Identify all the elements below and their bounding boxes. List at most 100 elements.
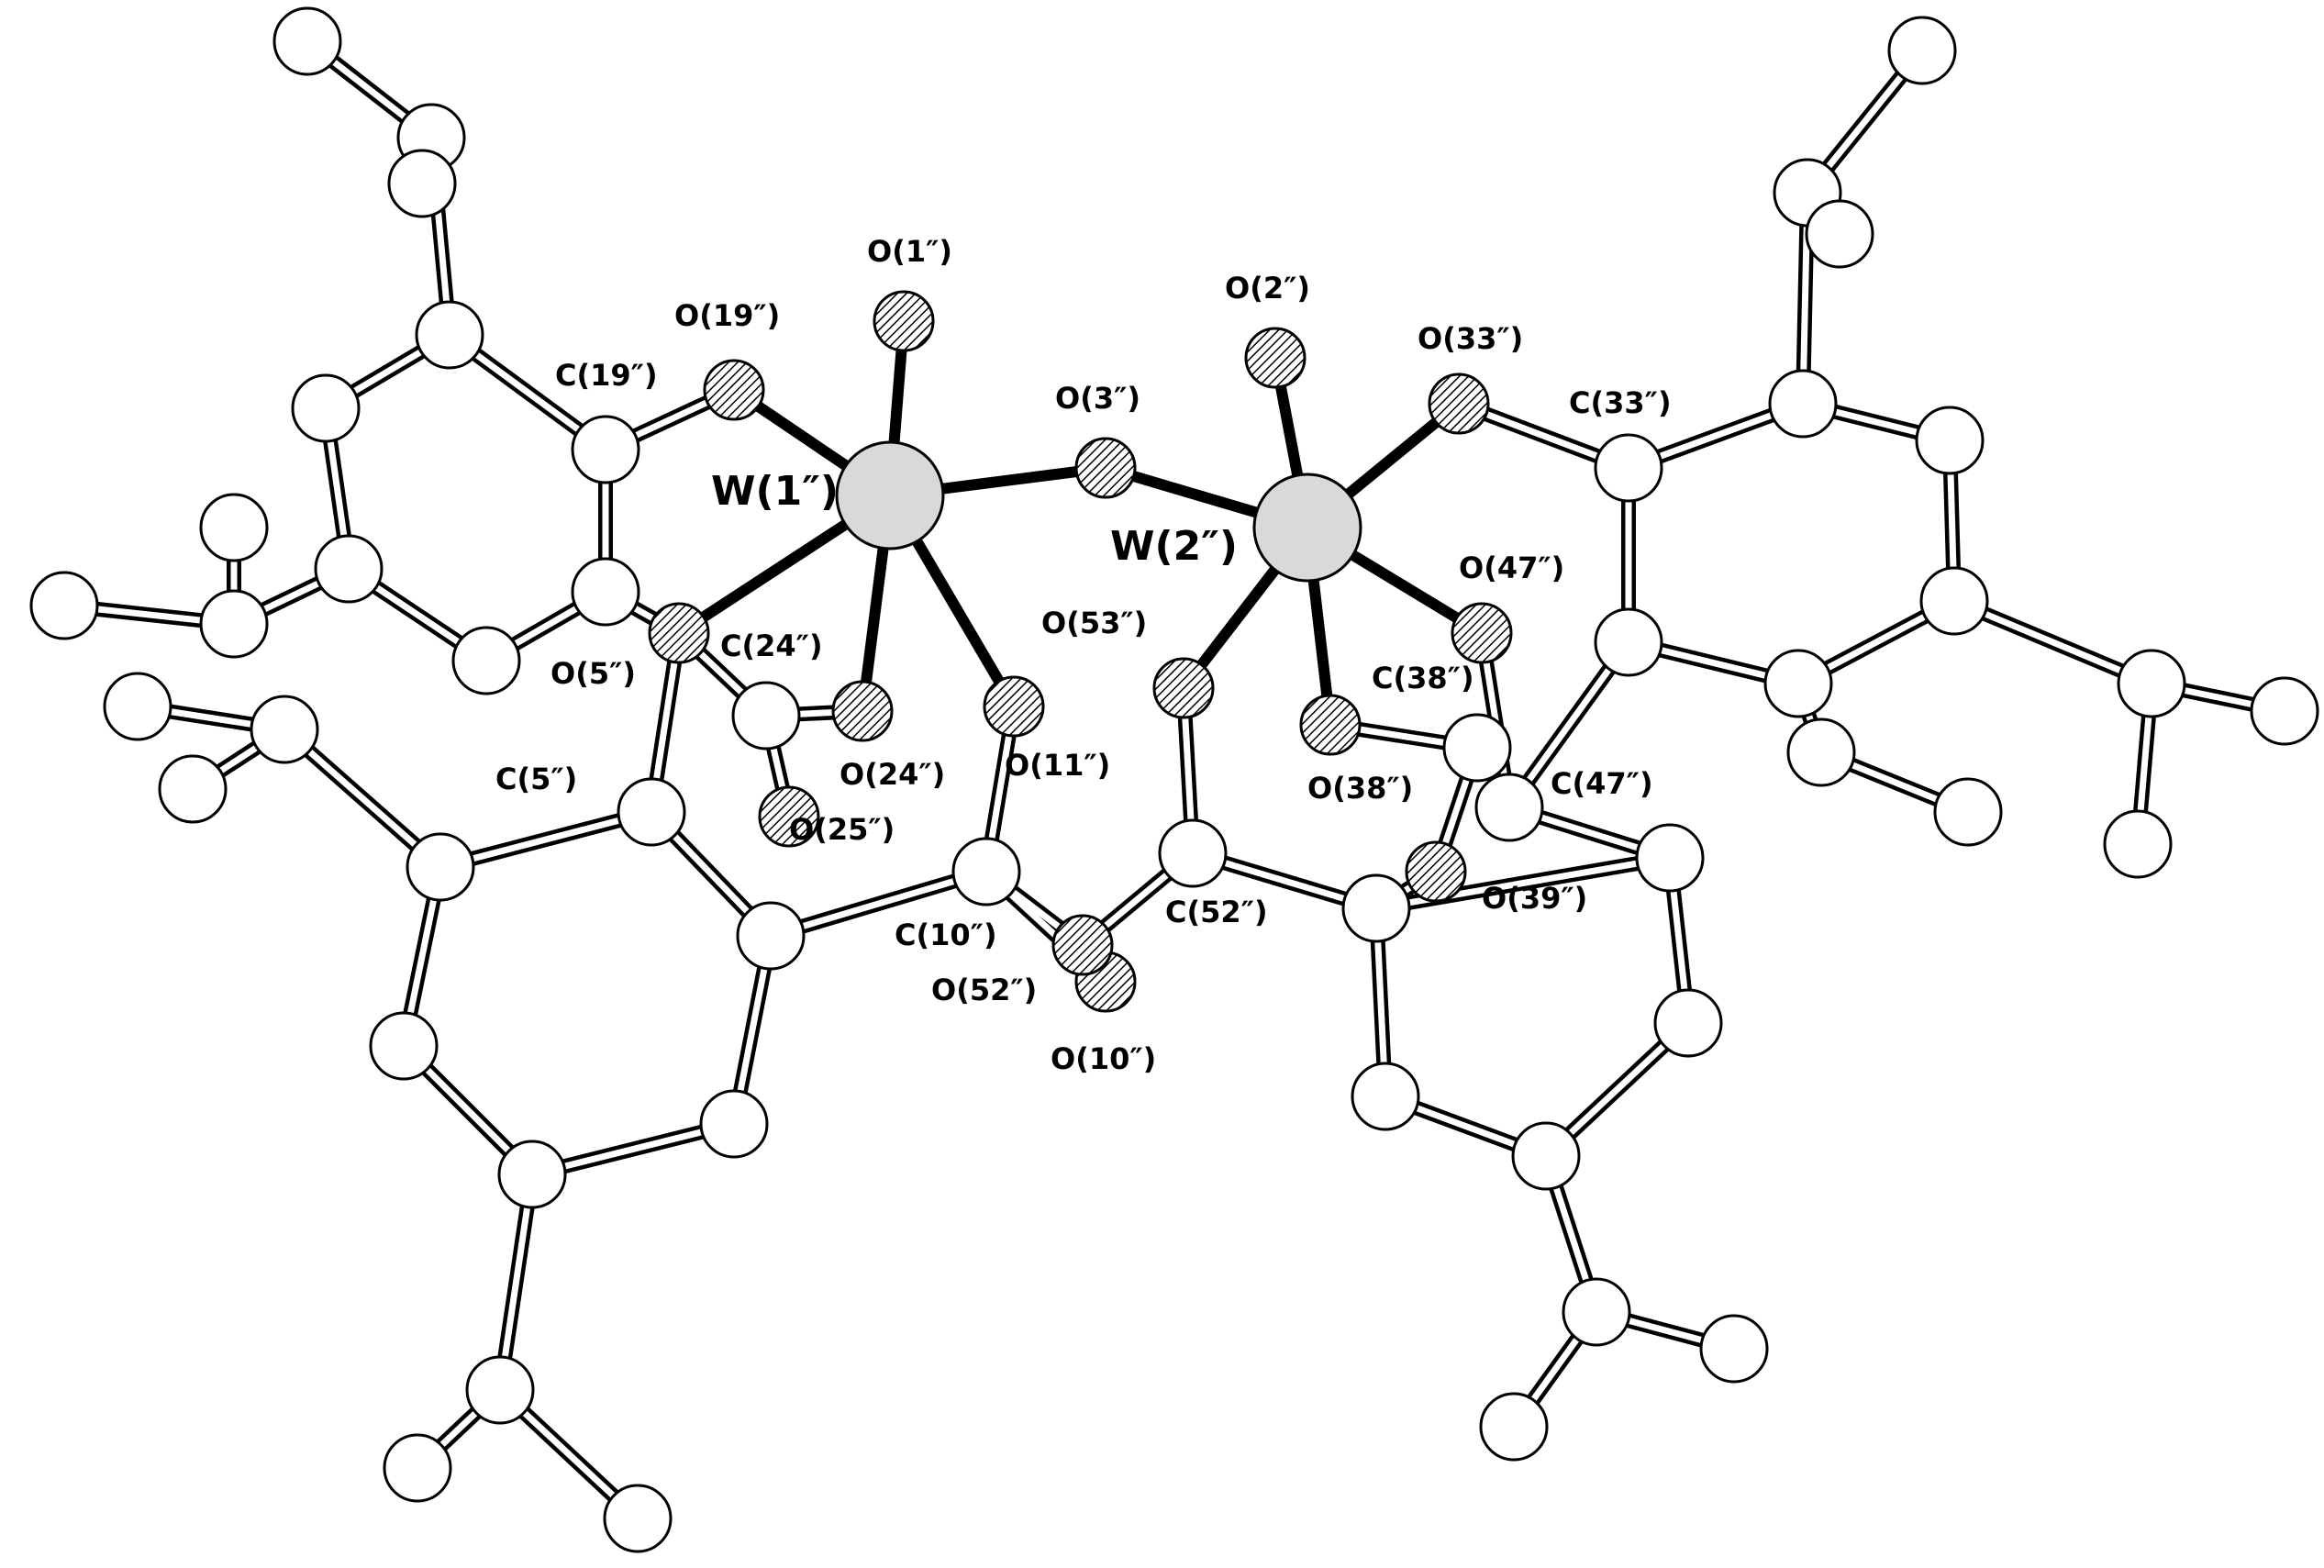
atom-o47 (1451, 602, 1513, 664)
atom-o39 (1405, 840, 1467, 903)
atom-u12 (2103, 809, 2173, 879)
atom-o11 (983, 675, 1045, 738)
atom-s9 (1479, 1392, 1549, 1462)
atom-c10 (951, 837, 1021, 906)
atom-o52 (1051, 914, 1114, 976)
atom-l2 (571, 557, 640, 627)
atom-l6 (415, 300, 484, 370)
atom-o2 (1244, 327, 1307, 389)
bond-inner-u4-u10 (1951, 597, 2155, 687)
atom-l8 (272, 6, 342, 76)
atom-s8 (1699, 1314, 1769, 1384)
label-o33: O(33″) (1418, 321, 1523, 356)
label-o25: O(25″) (789, 812, 895, 847)
label-o1: O(1″) (867, 234, 952, 269)
bond-inner-r2-r10 (281, 726, 444, 871)
atom-r8 (383, 1433, 452, 1503)
atom-o24 (831, 680, 894, 742)
atom-l4 (314, 534, 384, 604)
atom-u3 (1915, 406, 1985, 475)
label-o38: O(38″) (1307, 771, 1413, 806)
bond-inner-r6-c10 (767, 868, 990, 940)
atom-r7 (465, 1355, 535, 1425)
atom-r2 (406, 832, 475, 902)
label-o52: O(52″) (931, 973, 1037, 1007)
atom-u13 (1786, 717, 1856, 787)
atom-r5 (699, 1089, 769, 1159)
atom-o5 (648, 602, 710, 664)
label-c10: C(10″) (895, 917, 997, 952)
atom-r3 (369, 1011, 439, 1081)
atom-o1 (873, 290, 935, 352)
label-o3: O(3″) (1055, 381, 1140, 416)
atom-c24 (731, 681, 801, 751)
atom-u14 (1933, 777, 2003, 847)
label-c47: C(47″) (1551, 766, 1653, 801)
bond-inner-c5-r2 (437, 808, 655, 871)
atom-l12 (199, 493, 269, 562)
label-o39: O(39″) (1482, 881, 1587, 916)
label-o24: O(24″) (840, 757, 945, 792)
label-o11: O(11″) (1005, 748, 1110, 783)
atom-u5 (1763, 649, 1833, 718)
atom-s3 (1351, 1062, 1420, 1131)
label-c19: C(19″) (555, 358, 658, 393)
atom-o53 (1152, 657, 1215, 719)
atom-s5 (1653, 988, 1723, 1058)
label-layer: W(1″) W(2″) O(1″) O(2″) O(3″) O(19″) C(1… (495, 234, 1672, 1076)
atom-c19 (571, 415, 640, 484)
bond-inner-r4-r5 (528, 1120, 738, 1178)
atom-c38 (1442, 713, 1512, 783)
atom-r6 (736, 901, 806, 971)
atom-u9 (1805, 199, 1874, 269)
atom-layer (29, 6, 2319, 1553)
label-o2: O(2″) (1225, 271, 1310, 306)
atom-r10 (250, 695, 319, 764)
atom-w2 (1252, 473, 1362, 583)
atom-c47 (1474, 773, 1544, 842)
atom-u2 (1768, 369, 1838, 439)
bond-layer (57, 34, 2292, 1526)
atom-o33 (1428, 373, 1490, 435)
atom-s4 (1511, 1121, 1581, 1191)
bond-inner-r4-r7 (496, 1171, 536, 1394)
atom-c52 (1158, 818, 1228, 888)
atom-r12 (158, 754, 228, 824)
label-o5: O(5″) (550, 656, 636, 691)
atom-s2 (1341, 873, 1411, 943)
atom-s7 (1562, 1277, 1631, 1347)
label-o19: O(19″) (674, 298, 780, 333)
atom-u11 (2250, 676, 2319, 746)
label-w2: W(2″) (1110, 523, 1238, 570)
label-o53: O(53″) (1041, 606, 1147, 640)
atom-u6 (1594, 607, 1663, 677)
atom-l11 (29, 571, 99, 640)
atom-s6 (1635, 823, 1705, 893)
atom-c5 (617, 777, 686, 847)
atom-o3 (1074, 437, 1137, 499)
atom-r9 (603, 1484, 673, 1553)
atom-o19 (703, 359, 765, 421)
label-c24: C(24″) (720, 628, 823, 663)
atom-u10 (2117, 649, 2186, 718)
atom-w1 (835, 440, 945, 550)
label-c33: C(33″) (1569, 385, 1672, 420)
atom-l5 (291, 373, 361, 443)
atom-u8 (1887, 16, 1957, 85)
label-c38: C(38″) (1372, 661, 1474, 695)
atom-c33 (1594, 433, 1663, 503)
label-c5: C(5″) (495, 762, 577, 796)
atom-l10 (199, 589, 269, 659)
label-w1: W(1″) (711, 468, 839, 515)
label-o10: O(10″) (1051, 1041, 1156, 1076)
atom-l3 (451, 626, 521, 695)
atom-r11 (103, 672, 172, 741)
atom-o25 (758, 785, 820, 848)
atom-o38 (1299, 694, 1362, 756)
label-o47: O(47″) (1459, 550, 1564, 585)
atom-l9 (387, 149, 457, 218)
atom-r4 (497, 1140, 567, 1209)
atom-u4 (1919, 566, 1989, 636)
label-c52: C(52″) (1165, 895, 1268, 929)
